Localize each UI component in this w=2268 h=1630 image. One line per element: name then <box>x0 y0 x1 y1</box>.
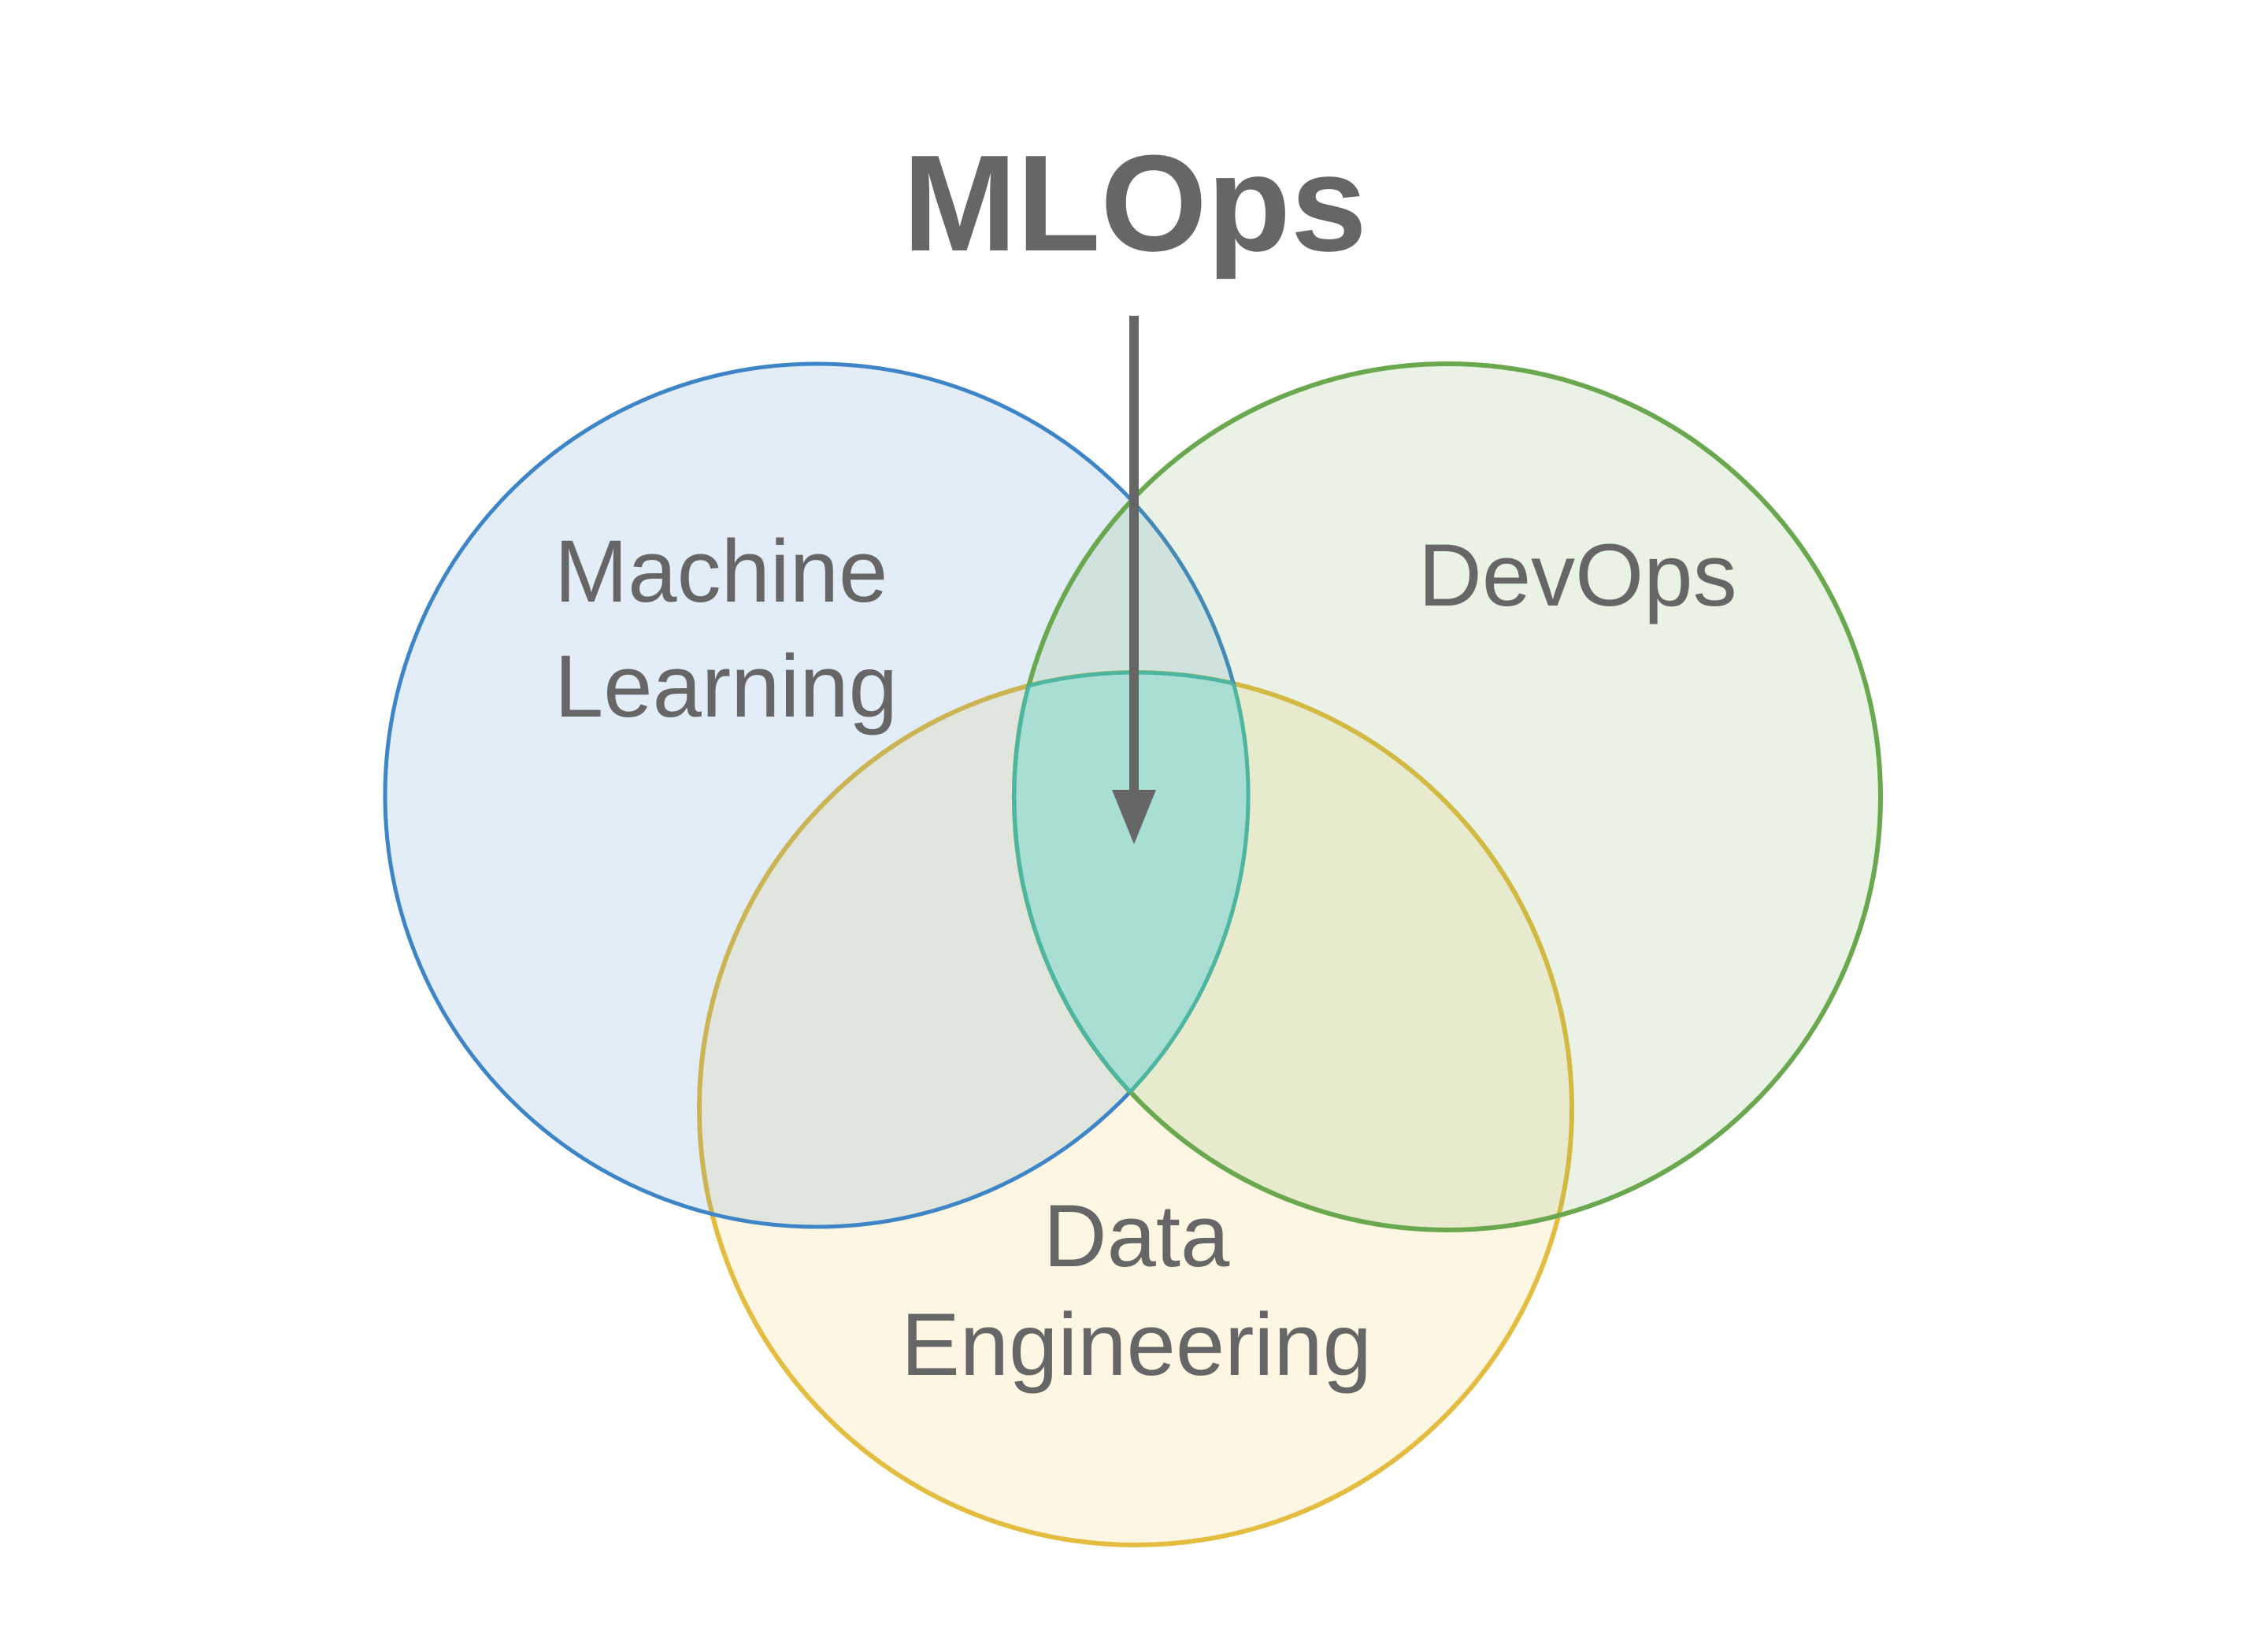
data-engineering-label: Data Engineering <box>901 1182 1372 1399</box>
machine-learning-label: Machine Learning <box>554 514 898 744</box>
devops-label: DevOps <box>1418 526 1737 624</box>
arrow-head-icon <box>1112 790 1156 844</box>
data-engineering-label-line2: Engineering <box>901 1295 1372 1394</box>
diagram-title: MLOps <box>902 126 1367 280</box>
triple-intersection-green-arc-border <box>1012 672 1248 1227</box>
machine-learning-label-line2: Learning <box>554 637 898 735</box>
machine-learning-label-line1: Machine <box>554 522 888 621</box>
triple-intersection-blue-arc-border <box>1014 672 1251 1229</box>
data-engineering-label-line1: Data <box>1043 1187 1230 1285</box>
